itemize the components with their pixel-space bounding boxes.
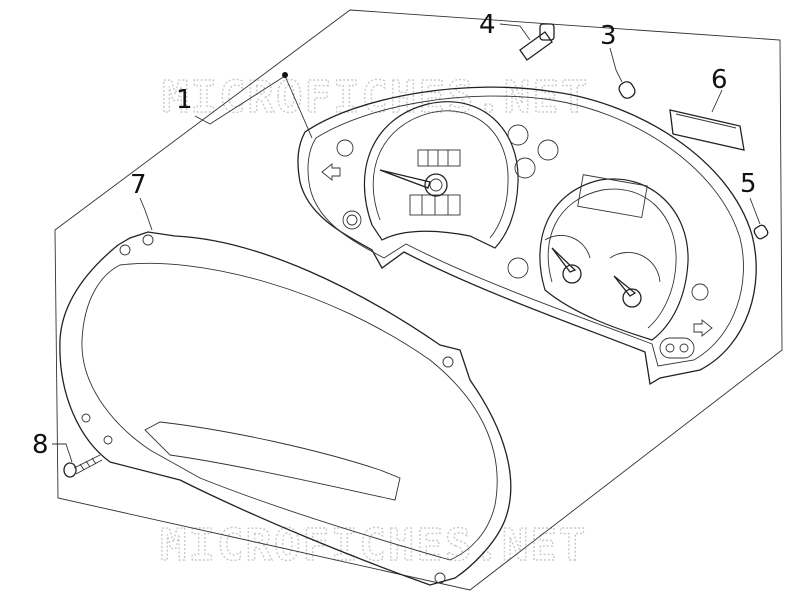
adjust-knob <box>342 210 362 230</box>
screw-head <box>63 462 77 478</box>
fuel-gauge-needle <box>551 247 577 273</box>
bezel-outer <box>59 231 512 586</box>
left-turn-arrow-icon <box>321 163 341 181</box>
leader-line-1b <box>284 75 313 139</box>
bulb-holder <box>519 23 555 61</box>
speedometer-hub <box>424 173 448 197</box>
callout-label: 6 <box>711 65 728 95</box>
leader-line-1 <box>194 75 286 125</box>
speedometer-face <box>363 101 519 249</box>
warning-lamp <box>507 124 529 146</box>
speedometer-hub-inner <box>429 178 443 192</box>
cluster-housing-inner <box>307 95 744 367</box>
bulb-tiny <box>753 224 769 240</box>
cluster-housing-outer <box>297 86 757 386</box>
leader-line-4 <box>499 23 531 41</box>
leader-line-8 <box>52 443 73 463</box>
callout-label: 3 <box>600 21 617 51</box>
callout-label: 8 <box>32 430 49 460</box>
fuel-gauge-scale <box>544 234 591 259</box>
lcd-display-window <box>577 174 648 219</box>
leader-line-3 <box>609 47 623 83</box>
bezel-lower-lip <box>144 421 401 501</box>
warning-lamp <box>336 139 354 157</box>
bezel-tab-hole <box>119 244 131 256</box>
speedometer-needle <box>379 169 431 189</box>
connector-hole <box>679 343 689 353</box>
connector-lug <box>659 337 695 359</box>
bulb-holder-cap <box>539 23 555 41</box>
leader-dot <box>282 72 288 78</box>
lens-edge <box>675 113 737 129</box>
leader-line-6 <box>711 89 723 113</box>
warning-lamp <box>514 157 536 179</box>
watermark-bottom: MICROFICHES.NET <box>160 520 587 571</box>
odometer-window <box>417 149 461 167</box>
bezel-tab-hole <box>442 356 454 368</box>
screw <box>63 454 103 478</box>
bezel-tab-hole <box>434 572 446 584</box>
warning-lamp <box>507 257 529 279</box>
watermark-top: MICROFICHES.NET <box>162 72 589 123</box>
callout-label: 5 <box>740 169 757 199</box>
bezel-tab-hole <box>142 234 154 246</box>
speedometer-ring <box>372 110 509 239</box>
adjust-knob-inner <box>346 214 358 226</box>
right-turn-arrow-icon <box>693 319 713 337</box>
bulb-small <box>618 81 636 99</box>
callout-label: 1 <box>176 85 193 115</box>
callout-label: 7 <box>130 170 147 200</box>
display-lens <box>669 109 745 151</box>
assembly-boundary <box>54 9 783 591</box>
fuel-gauge-hub <box>562 264 582 284</box>
warning-lamp <box>537 139 559 161</box>
connector-hole <box>665 343 675 353</box>
temp-gauge-hub <box>622 288 642 308</box>
cluster-bezel <box>59 231 512 586</box>
bezel-screw-hole <box>81 413 91 423</box>
warning-lamp <box>691 283 709 301</box>
instrument-cluster <box>297 86 757 386</box>
leader-line-7 <box>139 197 153 231</box>
leader-line-5 <box>749 197 761 225</box>
callout-label: 4 <box>479 10 496 40</box>
right-gauge-ring <box>547 188 677 329</box>
bulb-holder-body <box>519 31 553 61</box>
screw-thread <box>73 454 103 475</box>
right-gauge-face <box>539 178 689 341</box>
lens-front <box>669 109 745 151</box>
temp-gauge-needle <box>613 275 637 297</box>
bezel-screw-hole <box>103 435 113 445</box>
bezel-inner <box>81 262 498 561</box>
temp-gauge-scale <box>609 251 661 283</box>
